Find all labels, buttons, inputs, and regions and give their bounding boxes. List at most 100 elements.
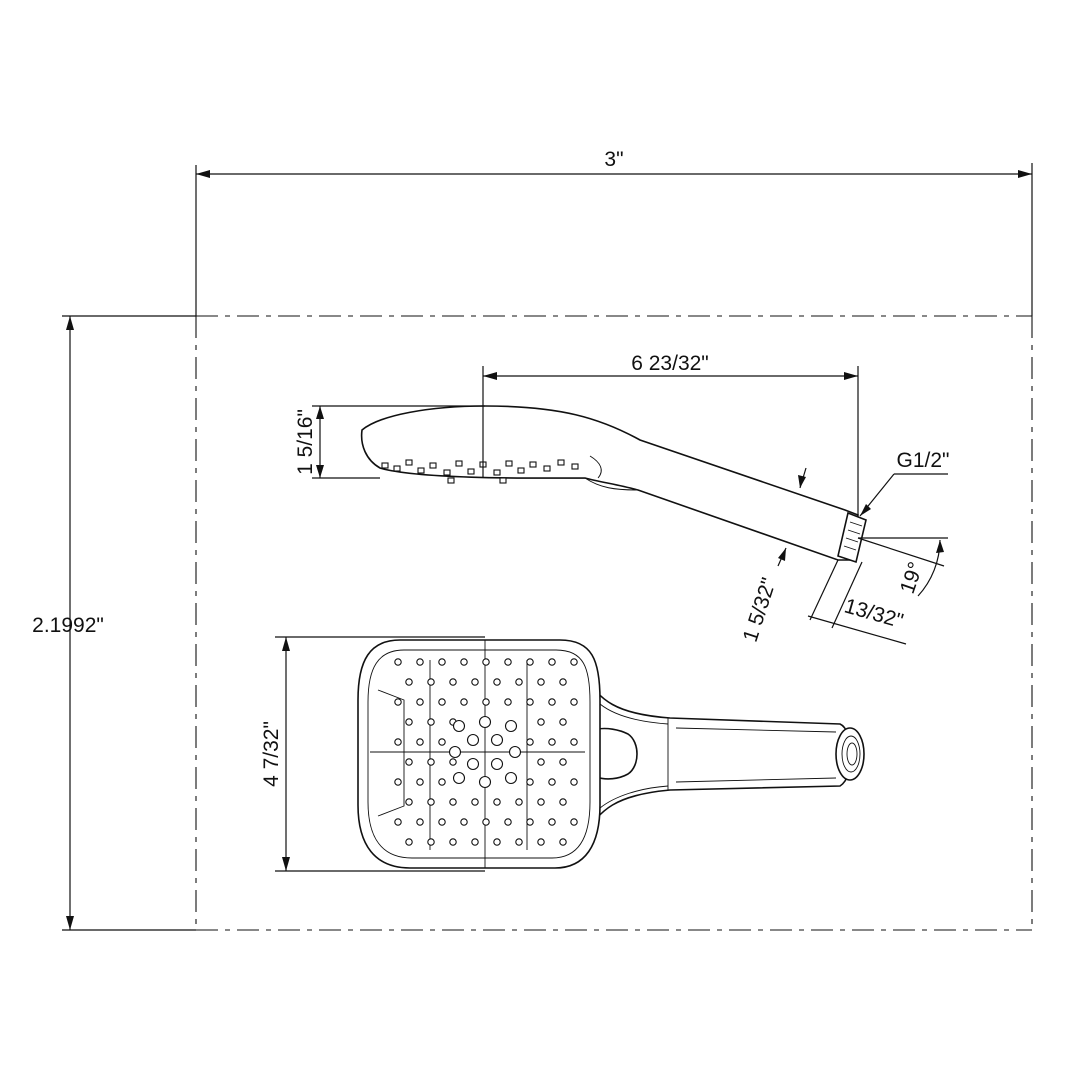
nozzle [559, 758, 567, 766]
nozzle [471, 678, 479, 686]
handle-diameter-label: 1 5/32" [739, 575, 781, 645]
nozzle [405, 758, 413, 766]
arm-length-label: 6 23/32" [631, 352, 709, 375]
overall-width-dimension: 3" [196, 148, 1032, 178]
drawing-frame [62, 163, 1033, 931]
thread-callout: G1/2" [859, 449, 950, 517]
arm-length-dimension: 6 23/32" [482, 352, 859, 515]
nozzle [394, 698, 402, 706]
overall-height-label: 2.1992" [32, 614, 104, 637]
nozzle [416, 738, 424, 746]
nozzle [559, 718, 567, 726]
nozzle [504, 698, 512, 706]
nozzle [493, 678, 501, 686]
front-view: 4 7/32" [260, 636, 865, 872]
head-thickness-dimension: 1 5/16" [294, 405, 485, 479]
nozzle [526, 738, 534, 746]
nozzle [559, 678, 567, 686]
nozzle [548, 738, 556, 746]
nozzle [526, 658, 534, 666]
nozzle [394, 818, 402, 826]
nozzle [394, 738, 402, 746]
head-width-dimension: 4 7/32" [260, 636, 485, 872]
nozzle [438, 738, 446, 746]
nozzle [449, 798, 457, 806]
nozzle [427, 678, 435, 686]
nozzle [416, 698, 424, 706]
nozzle [478, 775, 492, 789]
nozzle [482, 698, 490, 706]
nozzle [452, 719, 466, 733]
nozzle [460, 698, 468, 706]
nozzle [537, 838, 545, 846]
nozzle [537, 758, 545, 766]
nozzle [504, 658, 512, 666]
nozzle [570, 738, 578, 746]
head-thickness-label: 1 5/16" [294, 409, 317, 475]
nozzle [515, 838, 523, 846]
nozzle [548, 778, 556, 786]
side-view-connector [837, 511, 867, 564]
overall-width-label: 3" [604, 148, 623, 171]
nozzle [490, 733, 504, 747]
head-width-label: 4 7/32" [260, 721, 283, 787]
front-view-head [357, 639, 601, 869]
front-view-nozzles [394, 658, 578, 846]
angle-dimension: 19° [857, 537, 948, 597]
nozzle [449, 678, 457, 686]
nozzle [438, 818, 446, 826]
nozzle [466, 757, 480, 771]
nozzle [449, 758, 457, 766]
nozzle [460, 818, 468, 826]
nozzle [559, 798, 567, 806]
nozzle [449, 838, 457, 846]
nozzle [490, 757, 504, 771]
nozzle [394, 778, 402, 786]
nozzle [493, 798, 501, 806]
nozzle [526, 818, 534, 826]
nozzle [448, 745, 462, 759]
nozzle [548, 658, 556, 666]
side-view: 6 23/32" 1 5/16" G1/2" 19° [294, 352, 949, 645]
nozzle [508, 745, 522, 759]
nozzle [427, 798, 435, 806]
nozzle [548, 818, 556, 826]
nozzle [394, 658, 402, 666]
side-view-body [360, 405, 859, 561]
nozzle [537, 678, 545, 686]
nozzle [559, 838, 567, 846]
nozzle [471, 838, 479, 846]
connector-length-dimension: 13/32" [807, 559, 907, 645]
nozzle [504, 818, 512, 826]
nozzle [482, 818, 490, 826]
nozzle [570, 658, 578, 666]
nozzle [537, 718, 545, 726]
angle-label: 19° [896, 559, 928, 597]
connector-length-label: 13/32" [842, 594, 906, 633]
front-view-connector [835, 727, 865, 781]
nozzle [438, 658, 446, 666]
nozzle [570, 818, 578, 826]
nozzle [416, 818, 424, 826]
nozzle [405, 798, 413, 806]
nozzle [537, 798, 545, 806]
nozzle [471, 798, 479, 806]
nozzle [478, 715, 492, 729]
nozzle [570, 698, 578, 706]
nozzle [438, 698, 446, 706]
nozzle [427, 758, 435, 766]
nozzle [460, 658, 468, 666]
nozzle [405, 718, 413, 726]
nozzle [482, 658, 490, 666]
nozzle [452, 771, 466, 785]
nozzle [526, 698, 534, 706]
nozzle [427, 838, 435, 846]
nozzle [493, 838, 501, 846]
nozzle [526, 778, 534, 786]
nozzle [504, 771, 518, 785]
nozzle [504, 719, 518, 733]
overall-height-dimension: 2.1992" [32, 316, 104, 930]
nozzle [548, 698, 556, 706]
thread-label: G1/2" [897, 449, 950, 472]
